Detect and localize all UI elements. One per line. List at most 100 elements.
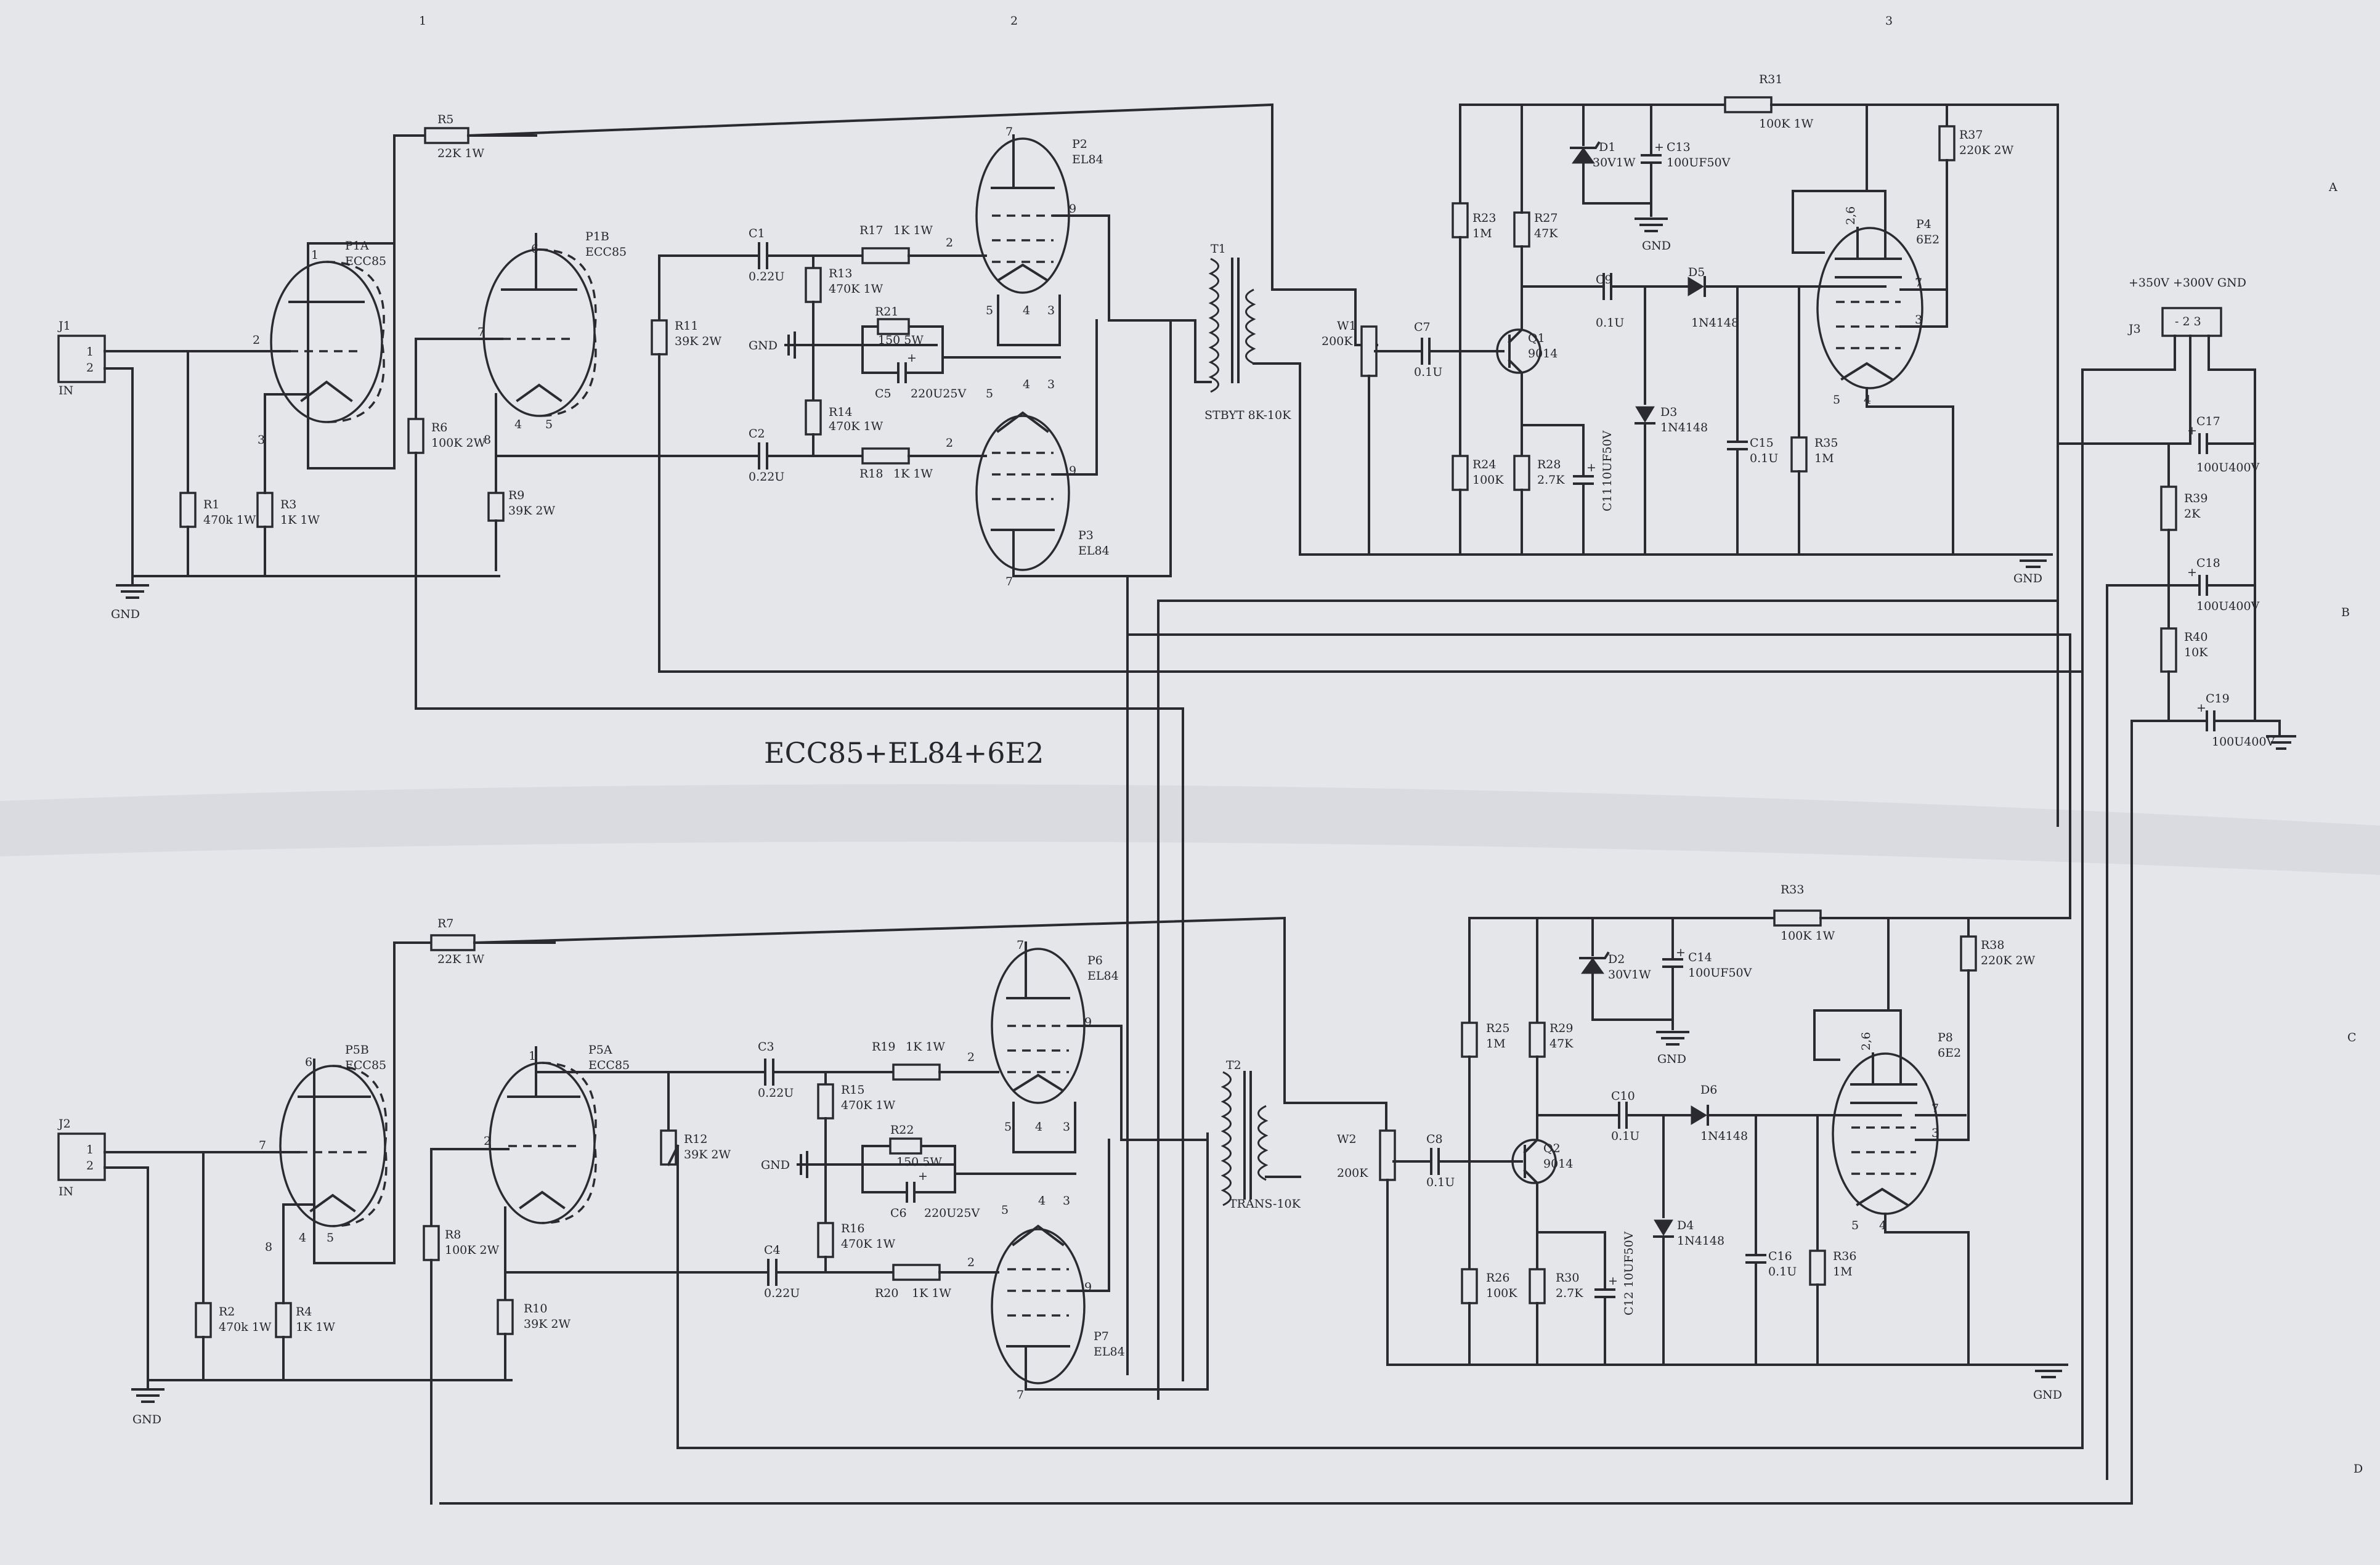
d2-zener-diode — [1581, 957, 1604, 974]
r11-value: 39K 2W — [675, 335, 721, 348]
r38-resistor — [1960, 935, 1977, 972]
r8-resistor — [423, 1225, 440, 1261]
j1-label: IN — [59, 384, 73, 397]
c14-ref: C14 — [1688, 951, 1712, 964]
wire — [1813, 1009, 1902, 1061]
svg-text:7: 7 — [477, 325, 485, 339]
wire — [2207, 335, 2256, 722]
c1-value: 0.22U — [749, 270, 784, 283]
r29-resistor — [1529, 1022, 1546, 1058]
wire — [1792, 190, 1887, 254]
svg-text:P5A: P5A — [588, 1043, 612, 1057]
w2-value: 200K — [1337, 1166, 1368, 1180]
c6-value: 220U25V — [924, 1206, 980, 1220]
d4-ref: D4 — [1677, 1219, 1694, 1232]
c7-value: 0.1U — [1414, 365, 1442, 379]
svg-text:P7: P7 — [1094, 1330, 1109, 1343]
r3-ref: R3 — [280, 498, 296, 511]
r19-value: 1K 1W — [906, 1040, 945, 1054]
r4-value: 1K 1W — [296, 1320, 335, 1334]
j3-pins: - 2 3 — [2175, 315, 2201, 328]
wire — [1386, 1179, 2053, 1366]
r20-value: 1K 1W — [912, 1287, 951, 1300]
border-col-1: 1 — [419, 14, 426, 28]
c3-ref: C3 — [758, 1040, 774, 1054]
svg-text:4: 4 — [1023, 378, 1030, 391]
wire — [104, 1166, 149, 1381]
wire — [1012, 1102, 1076, 1153]
d2-ref: D2 — [1608, 953, 1625, 966]
d5-ref: D5 — [1688, 266, 1705, 279]
j3-name: J3 — [2127, 322, 2141, 336]
r33-value: 100K 1W — [1781, 929, 1835, 943]
wire — [941, 325, 1061, 359]
c12-ref: C12 — [1622, 1291, 1636, 1315]
r15-resistor — [817, 1083, 834, 1120]
c4-value: 0.22U — [764, 1287, 800, 1300]
gnd-label: GND — [761, 1158, 790, 1172]
r25-resistor — [1461, 1022, 1478, 1058]
wire — [1770, 104, 2059, 556]
c1-ref: C1 — [749, 227, 765, 240]
r38-value: 220K 2W — [1981, 954, 2036, 967]
svg-text:EL84: EL84 — [1087, 969, 1119, 983]
wire — [466, 103, 1273, 291]
d3-ref: D3 — [1660, 405, 1677, 419]
svg-text:P4: P4 — [1916, 217, 1931, 231]
svg-text:2,6: 2,6 — [1844, 206, 1858, 225]
r13-ref: R13 — [829, 267, 852, 280]
d6-value: 1N4148 — [1700, 1129, 1748, 1143]
wire — [1582, 162, 1652, 205]
c5-ref: C5 — [875, 387, 891, 400]
c17-plus: + — [2187, 424, 2197, 437]
r20-ref: R20 — [875, 1287, 898, 1300]
ground-symbol: GND — [1635, 217, 1671, 253]
svg-text:1: 1 — [311, 248, 319, 262]
svg-text:3: 3 — [1915, 313, 1922, 327]
r10-ref: R10 — [524, 1302, 547, 1315]
r14-value: 470K 1W — [829, 420, 883, 433]
c14-value: 100UF50V — [1688, 966, 1752, 980]
c2-ref: C2 — [749, 427, 765, 441]
d1-ref: D1 — [1599, 140, 1615, 154]
c11-plus: + — [1586, 461, 1596, 474]
svg-text:T2: T2 — [1226, 1059, 1241, 1072]
r12-value: 39K 2W — [684, 1148, 731, 1161]
svg-text:Q1: Q1 — [1528, 331, 1545, 345]
r2-value: 470k 1W — [219, 1320, 272, 1334]
border-row-d: D — [2354, 1462, 2363, 1476]
r1-resistor — [179, 492, 197, 528]
r16-ref: R16 — [841, 1222, 864, 1235]
svg-text:4: 4 — [1035, 1120, 1042, 1134]
r9-ref: R9 — [508, 489, 524, 502]
c18-value: 100U400V — [2196, 600, 2260, 613]
wire — [954, 1145, 1076, 1175]
svg-text:GND: GND — [132, 1413, 161, 1426]
wire — [1025, 1132, 1209, 1391]
transformer-t2: T2 TRANS-10K — [1220, 1059, 1301, 1211]
c11-value: 10UF50V — [1601, 430, 1614, 487]
svg-text:3: 3 — [1047, 304, 1055, 317]
d6-diode — [1691, 1105, 1707, 1125]
tube-p5b: P5B ECC85 6 7 8 4 5 — [259, 1043, 388, 1304]
r2-ref: R2 — [219, 1305, 235, 1319]
c12-value: 10UF50V — [1622, 1231, 1636, 1288]
svg-text:3: 3 — [1063, 1120, 1070, 1134]
c14-plus: + — [1676, 946, 1686, 959]
svg-text:2: 2 — [967, 1051, 975, 1064]
svg-text:2: 2 — [967, 1256, 975, 1269]
svg-text:P8: P8 — [1938, 1031, 1953, 1044]
c19-value: 100U400V — [2212, 735, 2275, 749]
r27-resistor — [1513, 211, 1530, 248]
r4-ref: R4 — [296, 1305, 312, 1319]
r5-ref: R5 — [437, 113, 453, 126]
svg-text:GND: GND — [1657, 1052, 1686, 1066]
c16-value: 0.1U — [1768, 1265, 1797, 1278]
r18-value: 1K 1W — [893, 467, 933, 481]
r12-ref: R12 — [684, 1132, 707, 1146]
gnd-label: GND — [749, 339, 778, 352]
wire — [473, 916, 1286, 1104]
paper-fold — [0, 784, 2380, 875]
top-channel: J1 1 2 IN GND R1 470k 1W R3 1K 1W — [57, 73, 2084, 710]
